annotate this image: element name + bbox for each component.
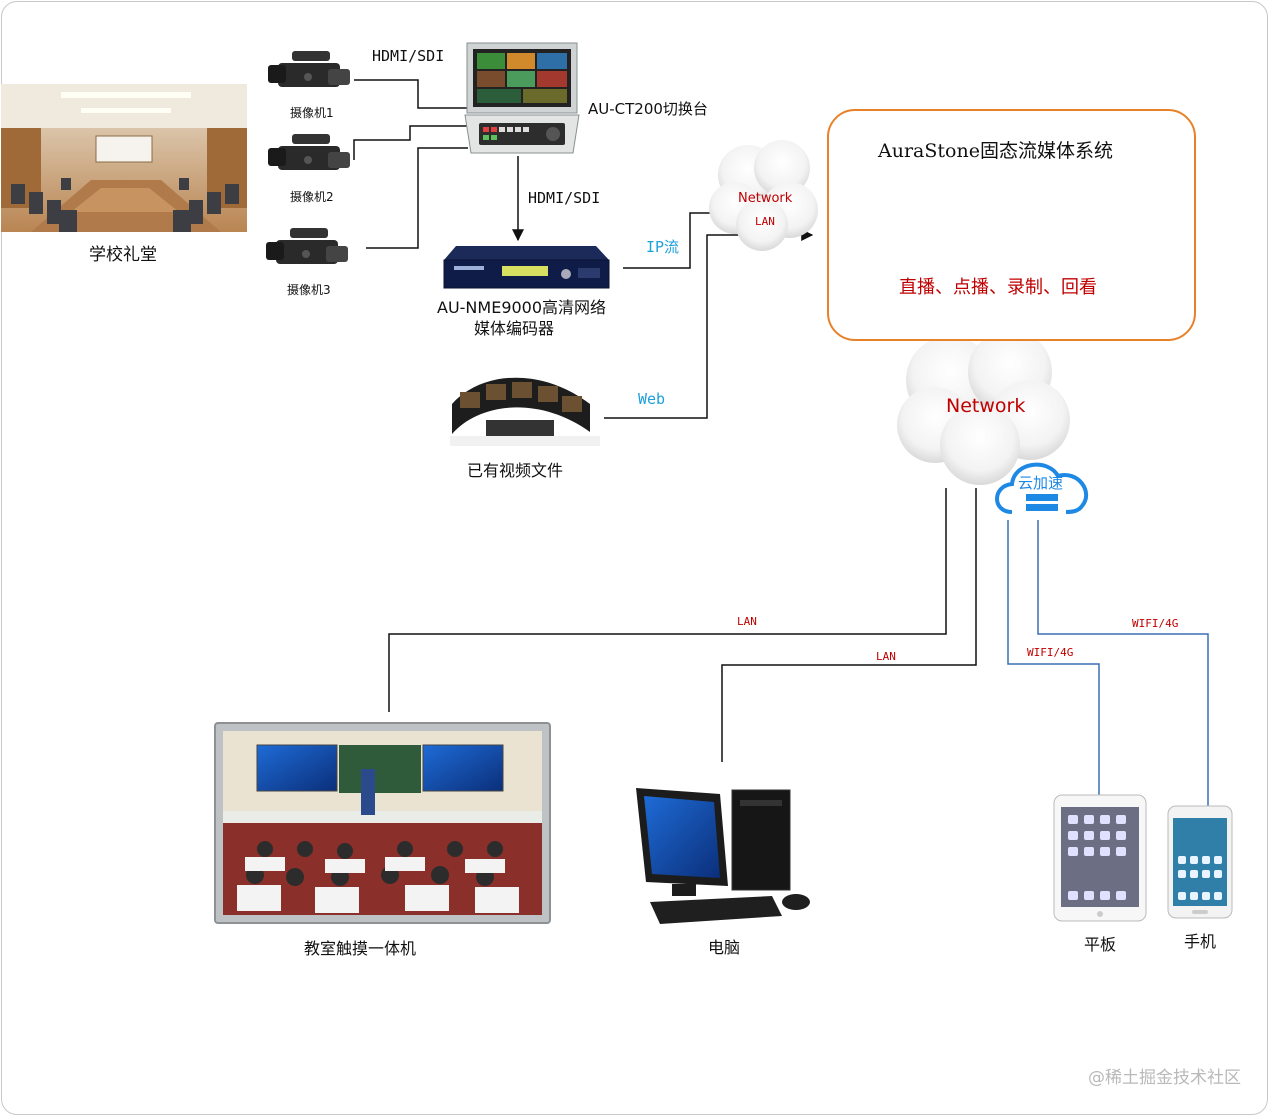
camera3-label: 摄像机3 xyxy=(287,283,331,297)
cloud-accel-label: 云加速 xyxy=(1018,474,1064,492)
lan-top-label: LAN xyxy=(755,215,775,228)
link-files-cloud xyxy=(604,229,814,419)
link-wifi-tablet xyxy=(1007,520,1100,795)
system-title: AuraStone固态流媒体系统 xyxy=(878,140,1113,162)
encoder-image xyxy=(443,246,610,289)
streaming-system-box xyxy=(827,109,1196,341)
link-lan-pc xyxy=(721,488,977,762)
phone-label: 手机 xyxy=(1184,932,1217,951)
tablet-label: 平板 xyxy=(1084,935,1117,954)
video-files-image xyxy=(450,377,600,446)
link-camera2-switcher xyxy=(353,125,468,160)
link-wifi-phone xyxy=(1037,520,1209,806)
camera2-label: 摄像机2 xyxy=(290,190,334,204)
pc-label: 电脑 xyxy=(708,938,741,957)
link-label-switcher-encoder: HDMI/SDI xyxy=(528,189,601,207)
link-label-wifi-tablet: WIFI/4G xyxy=(1027,646,1074,659)
encoder-label-line1: AU-NME9000高清网络 xyxy=(437,298,607,317)
pc-image xyxy=(636,788,810,924)
network-top-label: Network xyxy=(738,191,793,206)
classroom-label: 教室触摸一体机 xyxy=(304,939,417,958)
network-cloud-bottom xyxy=(897,330,1070,485)
camera1-image xyxy=(268,51,350,87)
camera2-image xyxy=(268,134,350,170)
link-camera1-switcher xyxy=(354,79,468,109)
system-functions: 直播、点播、录制、回看 xyxy=(899,277,1097,298)
link-lan-classroom xyxy=(388,488,947,712)
auditorium-label: 学校礼堂 xyxy=(89,245,157,265)
phone-image xyxy=(1167,805,1233,919)
switcher-label: AU-CT200切换台 xyxy=(588,100,708,118)
link-label-web: Web xyxy=(638,390,666,408)
switcher-image xyxy=(464,42,580,154)
link-camera3-switcher xyxy=(366,147,468,249)
video-files-label: 已有视频文件 xyxy=(467,461,564,480)
network-cloud-top xyxy=(709,140,818,251)
cloud-accel-icon xyxy=(995,462,1089,514)
classroom-display-image xyxy=(214,722,551,924)
link-label-lan-pc: LAN xyxy=(876,650,896,663)
watermark: @稀土掘金技术社区 xyxy=(1088,1068,1241,1088)
tablet-image xyxy=(1053,794,1147,922)
camera1-label: 摄像机1 xyxy=(290,106,334,120)
link-label-lan-classroom: LAN xyxy=(737,615,757,628)
link-label-wifi-phone: WIFI/4G xyxy=(1132,617,1179,630)
camera3-image xyxy=(266,228,348,264)
wireless-lines xyxy=(1007,520,1209,806)
link-label-ip-stream: IP流 xyxy=(646,238,680,256)
auditorium-image xyxy=(1,84,247,232)
network-bottom-label: Network xyxy=(946,395,1026,417)
encoder-label-line2: 媒体编码器 xyxy=(474,319,555,338)
link-label-cam-switcher: HDMI/SDI xyxy=(372,47,445,65)
